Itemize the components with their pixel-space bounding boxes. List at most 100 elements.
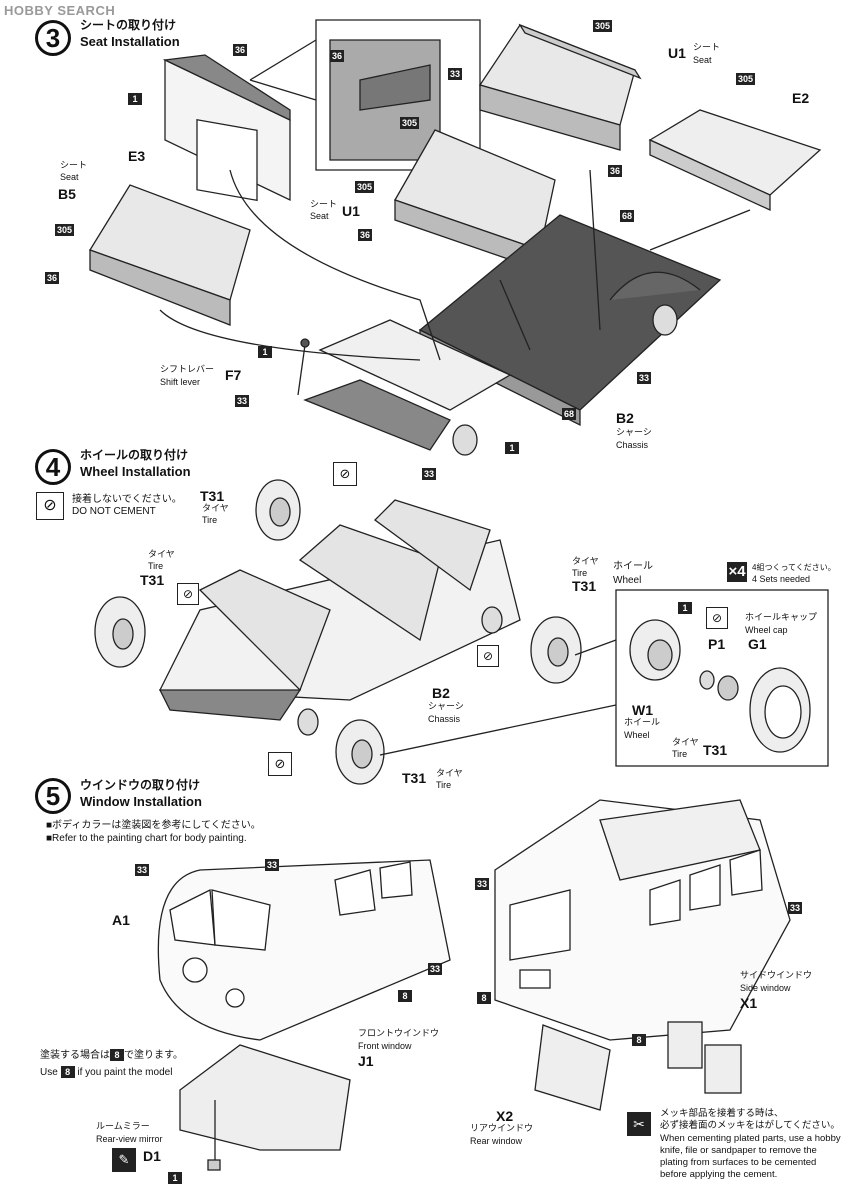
- plated-note-jp1: メッキ部品を接着する時は、: [660, 1108, 784, 1119]
- painting-note-jp: ■ボディカラーは塗装図を参考にしてください。: [46, 820, 261, 831]
- step5-number: 5: [35, 778, 71, 814]
- plated-note-jp2: 必ず接着面のメッキをはがしてください。: [660, 1120, 840, 1131]
- tire-jp: タイヤ: [672, 737, 699, 747]
- tire-en: Tire: [148, 561, 164, 571]
- mirror-en: Rear-view mirror: [96, 1134, 163, 1144]
- tire-en: Tire: [202, 515, 218, 525]
- label-f7: F7: [225, 367, 242, 383]
- front-window-jp: フロントウインドウ: [358, 1028, 440, 1038]
- code-68: 68: [562, 408, 577, 420]
- chassis-en: Chassis: [616, 440, 649, 450]
- front-window-en: Front window: [358, 1041, 412, 1051]
- step4-title-en: Wheel Installation: [80, 464, 191, 479]
- code-305: 305: [736, 73, 756, 85]
- no-cement-icon: ⊘: [177, 583, 199, 605]
- code-8: 8: [632, 1034, 646, 1046]
- no-cement-icon: ⊘: [36, 492, 64, 520]
- code-1: 1: [168, 1172, 182, 1184]
- mirror-jp: ルームミラー: [96, 1121, 150, 1131]
- code-8: 8: [60, 1066, 75, 1078]
- code-8: 8: [110, 1049, 124, 1061]
- plated-parts-icon: ✂: [627, 1112, 651, 1136]
- paint-en-post: if you paint the model: [77, 1067, 173, 1078]
- step5-title-en: Window Installation: [80, 794, 202, 809]
- step3-title-en: Seat Installation: [80, 34, 180, 49]
- code-1: 1: [128, 93, 142, 105]
- label-d1: D1: [143, 1148, 161, 1164]
- sets-jp: 4組つくってください。: [752, 563, 836, 572]
- label-t31: T31: [402, 770, 427, 786]
- wheel-jp: ホイール: [624, 717, 661, 727]
- code-36: 36: [45, 272, 60, 284]
- tire-en: Tire: [672, 749, 688, 759]
- code-33: 33: [428, 963, 443, 975]
- tire-jp: タイヤ: [572, 556, 599, 566]
- code-33: 33: [475, 878, 490, 890]
- wheel-en: Wheel: [624, 730, 650, 740]
- rear-window-en: Rear window: [470, 1136, 523, 1146]
- code-36: 36: [608, 165, 623, 177]
- code-36: 36: [358, 229, 373, 241]
- wheelcap-jp: ホイールキャップ: [745, 612, 818, 622]
- label-b2: B2: [616, 410, 634, 426]
- label-u1: U1: [342, 203, 360, 219]
- no-cement-icon: ⊘: [268, 752, 292, 776]
- code-33: 33: [235, 395, 250, 407]
- code-33: 33: [637, 372, 652, 384]
- label-w1: W1: [632, 702, 653, 718]
- label-e2: E2: [792, 90, 810, 106]
- code-36: 36: [233, 44, 248, 56]
- shift-jp: シフトレバー: [160, 364, 215, 374]
- label-u1: U1: [668, 45, 686, 61]
- paint-en-pre: Use: [40, 1067, 58, 1078]
- wheel-jp: ホイール: [613, 561, 653, 572]
- tire-en: Tire: [436, 780, 452, 790]
- watermark: HOBBY SEARCH: [4, 3, 116, 18]
- no-cement-icon: ⊘: [477, 645, 499, 667]
- label-a1: A1: [112, 912, 130, 928]
- label-t31: T31: [703, 742, 728, 758]
- code-305: 305: [400, 117, 420, 129]
- step3-title-jp: シートの取り付け: [80, 18, 177, 32]
- step3-number: 3: [35, 20, 71, 56]
- side-window-jp: サイドウインドウ: [740, 970, 813, 980]
- seat-en: Seat: [60, 172, 79, 182]
- paint-jp-pre: 塗装する場合は: [40, 1050, 110, 1061]
- label-e3: E3: [128, 148, 146, 164]
- seat-en: Seat: [693, 55, 712, 65]
- label-t31: T31: [200, 488, 225, 504]
- code-1: 1: [258, 346, 272, 358]
- no-cement-icon: ⊘: [706, 607, 728, 629]
- chassis-en: Chassis: [428, 714, 461, 724]
- code-33: 33: [135, 864, 150, 876]
- label-t31: T31: [140, 572, 165, 588]
- quantity-badge: ×4: [727, 562, 747, 582]
- label-j1: J1: [358, 1053, 374, 1069]
- code-68: 68: [620, 210, 635, 222]
- seat-jp: シート: [60, 160, 88, 170]
- step4-number: 4: [35, 449, 71, 485]
- code-8: 8: [477, 992, 491, 1004]
- plated-note-en: When cementing plated parts, use a hobby…: [660, 1133, 841, 1180]
- no-cement-jp: 接着しないでください。: [72, 494, 182, 505]
- seat-jp: シート: [310, 199, 338, 209]
- sets-en: 4 Sets needed: [752, 574, 811, 584]
- label-b5: B5: [58, 186, 76, 202]
- code-305: 305: [355, 181, 375, 193]
- code-33: 33: [422, 468, 437, 480]
- code-33: 33: [448, 68, 463, 80]
- seat-en: Seat: [310, 211, 329, 221]
- code-1: 1: [505, 442, 519, 454]
- chassis-jp: シャーシ: [428, 701, 464, 711]
- label-p1: P1: [708, 636, 726, 652]
- side-window-en: Side window: [740, 983, 791, 993]
- step4-title-jp: ホイールの取り付け: [80, 448, 189, 462]
- code-36: 36: [330, 50, 345, 62]
- no-cement-en: DO NOT CEMENT: [72, 506, 156, 517]
- wheel-en: Wheel: [613, 575, 642, 586]
- rear-window-jp: リアウインドウ: [470, 1123, 534, 1133]
- step5-title-jp: ウインドウの取り付け: [80, 778, 201, 792]
- label-b2: B2: [432, 685, 450, 701]
